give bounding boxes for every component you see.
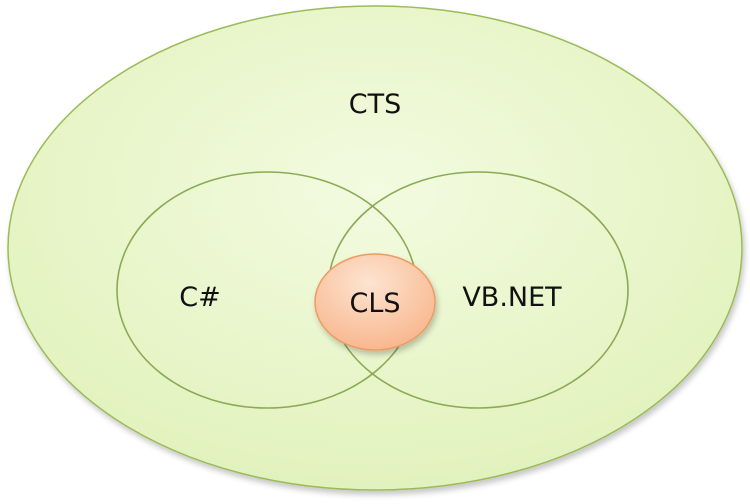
cls-ellipse	[314, 253, 436, 351]
vbnet-label: VB.NET	[462, 282, 562, 313]
cts-label: CTS	[349, 89, 401, 120]
cts-ellipse	[7, 5, 743, 491]
cls-label: CLS	[349, 288, 400, 319]
csharp-label: C#	[179, 282, 220, 313]
